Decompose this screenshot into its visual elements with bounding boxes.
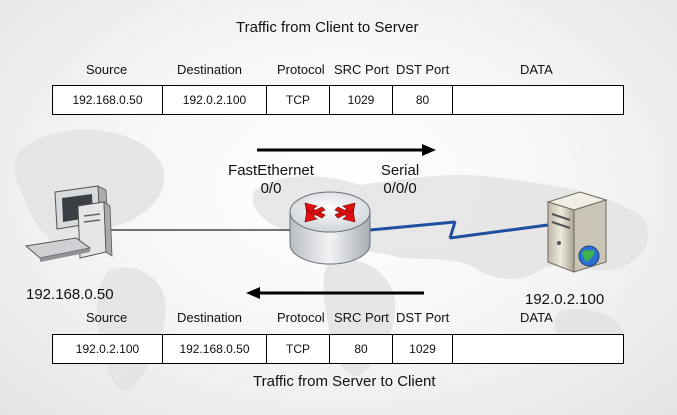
top-header-protocol: Protocol bbox=[277, 62, 325, 77]
bottom-header-protocol: Protocol bbox=[277, 310, 325, 325]
top-header-destination: Destination bbox=[177, 62, 243, 77]
top-header-data: DATA bbox=[520, 62, 553, 77]
fastethernet-interface-label: FastEthernet 0/0 bbox=[226, 162, 316, 198]
arrow-server-to-client bbox=[246, 287, 424, 299]
bottom-header-destination: Destination bbox=[177, 310, 243, 325]
top-cell-source: 192.168.0.50 bbox=[52, 85, 163, 115]
bottom-traffic-title: Traffic from Server to Client bbox=[253, 373, 436, 390]
serial-label-line1: Serial bbox=[380, 162, 420, 179]
bottom-cell-dst-port: 1029 bbox=[392, 334, 453, 364]
fastethernet-label-line1: FastEthernet bbox=[228, 162, 314, 179]
bottom-cell-destination: 192.168.0.50 bbox=[162, 334, 267, 364]
table-row: 192.0.2.100 192.168.0.50 TCP 80 1029 bbox=[52, 334, 624, 364]
server-ip-label: 192.0.2.100 bbox=[525, 291, 605, 308]
bottom-packet-table: 192.0.2.100 192.168.0.50 TCP 80 1029 bbox=[52, 334, 624, 364]
server-icon bbox=[546, 191, 608, 273]
fastethernet-label-line2: 0/0 bbox=[260, 180, 282, 197]
top-header-src-port: SRC Port bbox=[334, 62, 389, 77]
bottom-cell-data bbox=[452, 334, 624, 364]
top-cell-protocol: TCP bbox=[266, 85, 330, 115]
bottom-cell-protocol: TCP bbox=[266, 334, 330, 364]
client-ip-label: 192.168.0.50 bbox=[26, 286, 114, 303]
top-cell-data bbox=[452, 85, 624, 115]
top-header-source: Source bbox=[86, 62, 128, 77]
bottom-cell-source: 192.0.2.100 bbox=[52, 334, 163, 364]
bottom-cell-src-port: 80 bbox=[329, 334, 393, 364]
top-packet-table: 192.168.0.50 192.0.2.100 TCP 1029 80 bbox=[52, 85, 624, 115]
top-header-dst-port: DST Port bbox=[396, 62, 450, 77]
bottom-header-dst-port: DST Port bbox=[396, 310, 450, 325]
table-row: 192.168.0.50 192.0.2.100 TCP 1029 80 bbox=[52, 85, 624, 115]
serial-interface-label: Serial 0/0/0 bbox=[370, 162, 430, 198]
router-icon bbox=[289, 191, 371, 265]
top-cell-dst-port: 80 bbox=[392, 85, 453, 115]
computer-icon bbox=[24, 185, 113, 262]
bottom-header-src-port: SRC Port bbox=[334, 310, 389, 325]
top-cell-destination: 192.0.2.100 bbox=[162, 85, 267, 115]
top-cell-src-port: 1029 bbox=[329, 85, 393, 115]
serial-label-line2: 0/0/0 bbox=[383, 180, 417, 197]
bottom-header-data: DATA bbox=[520, 310, 553, 325]
arrow-client-to-server bbox=[257, 144, 436, 156]
serial-link bbox=[369, 220, 549, 240]
top-traffic-title: Traffic from Client to Server bbox=[236, 19, 419, 36]
bottom-header-source: Source bbox=[86, 310, 128, 325]
